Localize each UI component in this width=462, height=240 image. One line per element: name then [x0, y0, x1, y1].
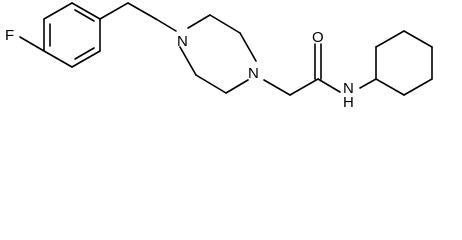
bond: [71, 50, 101, 68]
bond: [239, 32, 257, 62]
bond: [179, 46, 197, 76]
bond: [403, 78, 433, 96]
amide-nitrogen-label: N: [343, 80, 354, 97]
piperazine-n-bottom-label: N: [248, 65, 259, 82]
n-ch2-bond: [263, 79, 291, 96]
benzyl-bond: [127, 2, 157, 20]
bond: [187, 14, 211, 29]
aromatic-double-bond: [74, 9, 95, 22]
bond: [375, 30, 405, 48]
bond: [209, 14, 241, 34]
c-f-bond: [19, 36, 45, 52]
piperazine-n-top-label: N: [177, 33, 188, 50]
bond: [225, 79, 249, 94]
benzyl-bond: [99, 2, 129, 20]
ch2-carbonyl-bond: [289, 78, 319, 96]
fluorine-label: F: [5, 27, 14, 44]
bond: [403, 30, 433, 48]
bond: [375, 78, 405, 96]
bond: [43, 2, 73, 20]
fluorophenyl-ring: [43, 2, 101, 68]
bond: [71, 2, 101, 20]
aromatic-double-bond: [74, 47, 95, 60]
amide-bond: [317, 78, 341, 93]
bond: [195, 74, 227, 94]
molecule-diagram: F N N O N H: [5, 2, 433, 108]
n-cyclohexyl-bond: [359, 78, 377, 89]
bond: [43, 50, 73, 68]
piperazine-ring: [179, 14, 257, 94]
benzyl-n-bond: [155, 18, 177, 32]
cyclohexane-ring: [375, 30, 433, 96]
carbonyl-oxygen-label: O: [312, 29, 324, 46]
amide-hydrogen-label: H: [343, 94, 354, 108]
